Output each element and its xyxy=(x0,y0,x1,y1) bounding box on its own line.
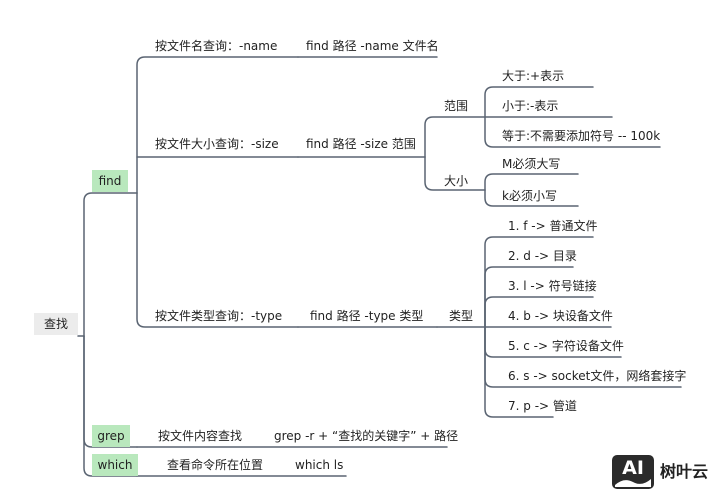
logo-wave-icon xyxy=(615,479,651,487)
which-cmd: which ls xyxy=(295,458,344,472)
find-by-size-cmd: find 路径 -size 范围 xyxy=(306,137,416,151)
connector xyxy=(136,56,299,194)
watermark-logo: AI 树叶云 xyxy=(612,455,712,491)
type-item: 4. b -> 块设备文件 xyxy=(508,309,613,323)
grep-cmd: grep -r + “查找的关键字” + 路径 xyxy=(274,429,459,443)
find-node: find xyxy=(92,170,128,192)
connector xyxy=(484,116,661,148)
grep-node: grep xyxy=(92,425,130,447)
find-by-type-cmd: find 路径 -type 类型 xyxy=(310,309,424,323)
type-item: 2. d -> 目录 xyxy=(508,249,577,263)
connector xyxy=(484,173,579,191)
type-item: 3. l -> 符号链接 xyxy=(508,279,597,293)
type-item: 5. c -> 字符设备文件 xyxy=(508,339,624,353)
type-item: 7. p -> 管道 xyxy=(508,399,577,413)
type-item: 1. f -> 普通文件 xyxy=(508,219,598,233)
range-item: 大于:+表示 xyxy=(502,69,565,83)
connector xyxy=(424,156,486,191)
connector xyxy=(424,116,486,158)
logo-ai-text: AI xyxy=(622,457,644,479)
type-label: 类型 xyxy=(449,309,474,323)
unit-item: M必须大写 xyxy=(502,157,561,171)
unit-item: k必须小写 xyxy=(502,189,557,203)
connector xyxy=(484,189,579,207)
size-range-label: 范围 xyxy=(444,99,469,113)
find-by-name-cmd: find 路径 -name 文件名 xyxy=(306,39,439,53)
range-item: 等于:不需要添加符号 -- 100k xyxy=(502,129,661,143)
find-by-name-label: 按文件名查询：-name xyxy=(155,39,278,53)
which-desc: 查看命令所在位置 xyxy=(167,458,264,472)
connector xyxy=(484,266,574,328)
root-node: 查找 xyxy=(34,313,78,335)
type-item: 6. s -> socket文件，网络套接字 xyxy=(508,369,687,383)
find-by-size-label: 按文件大小查询：-size xyxy=(155,137,279,151)
grep-desc: 按文件内容查找 xyxy=(158,429,243,443)
logo-badge: AI xyxy=(612,455,654,489)
range-item: 小于:-表示 xyxy=(502,99,559,113)
find-by-type-label: 按文件类型查询：-type xyxy=(155,309,283,323)
connector xyxy=(83,192,138,337)
connector xyxy=(136,192,299,328)
which-node: which xyxy=(92,454,138,476)
connector xyxy=(484,326,554,418)
connector xyxy=(484,296,594,328)
connector xyxy=(484,236,594,328)
connector xyxy=(484,86,594,118)
connector xyxy=(83,335,138,477)
size-unit-label: 大小 xyxy=(444,174,469,188)
logo-site-name: 树叶云 xyxy=(660,462,709,481)
